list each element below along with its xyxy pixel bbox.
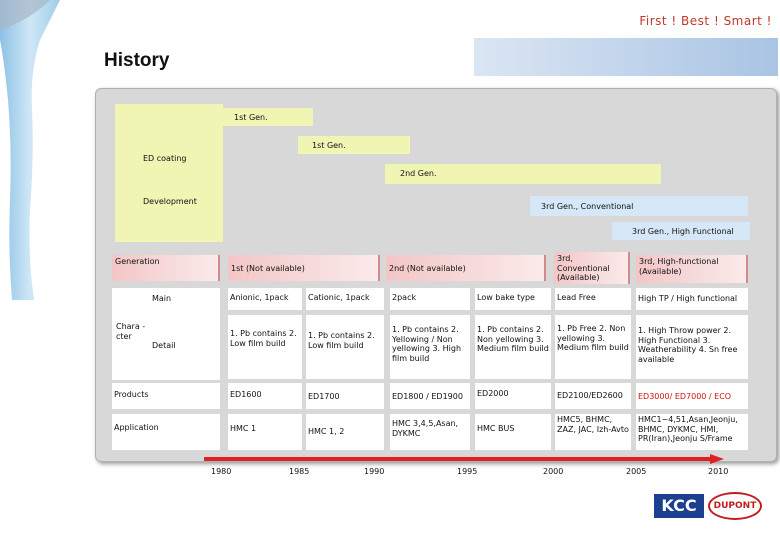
- application-label: Application: [112, 414, 220, 450]
- chara-label: Chara -cter: [116, 322, 146, 341]
- product-cell-1: ED1600: [228, 383, 302, 409]
- main-cell-1: Anionic, 1pack: [228, 288, 302, 310]
- yellow-bar-2: [223, 108, 313, 126]
- year-label: 1995: [457, 467, 478, 476]
- col1-header: 1st (Not available): [228, 255, 380, 281]
- detail-cell-2: 1. Pb contains 2. Low film build: [306, 315, 384, 379]
- gen-label-3h: 3rd Gen., High Functional: [632, 227, 734, 236]
- year-label: 2000: [543, 467, 564, 476]
- main-cell-6: High TP / High functional: [636, 288, 748, 310]
- application-cell-3: HMC 3,4,5,Asan, DYKMC: [390, 414, 470, 450]
- detail-cell-3: 1. Pb contains 2. Yellowing / Non yellow…: [390, 315, 470, 379]
- yellow-bar-3: [298, 136, 410, 154]
- application-cell-5: HMC5, BHMC, ZAZ, JAC, Izh-Avto: [555, 414, 631, 450]
- detail-label: Detail: [152, 341, 176, 350]
- products-label: Products: [112, 383, 220, 409]
- product-cell-6: ED3000/ ED7000 / ECO: [636, 383, 748, 409]
- product-cell-2: ED1700: [306, 383, 384, 409]
- title-bar-decoration: [474, 38, 778, 76]
- yellow-bar-4: [385, 164, 661, 184]
- detail-cell-5: 1. Pb Free 2. Non yellowing 3. Medium fi…: [555, 315, 631, 379]
- dupont-logo: DUPONT: [708, 492, 762, 520]
- application-cell-6: HMC1~4,51,Asan,Jeonju, BHMC, DYKMC, HMI,…: [636, 414, 748, 450]
- col3-header: 3rd, Conventional (Available): [554, 252, 630, 284]
- year-label: 1990: [364, 467, 385, 476]
- gen-label-1b: 1st Gen.: [312, 141, 346, 150]
- paint-pour-image: [0, 0, 60, 300]
- product-cell-4: ED2000: [475, 383, 551, 409]
- application-cell-1: HMC 1: [228, 414, 302, 450]
- application-cell-4: HMC BUS: [475, 414, 551, 450]
- development-label: Development: [143, 197, 197, 206]
- detail-cell-4: 1. Pb contains 2. Non yellowing 3. Mediu…: [475, 315, 551, 379]
- col2-header: 2nd (Not available): [386, 255, 546, 281]
- page-title: History: [104, 50, 170, 71]
- main-cell-3: 2pack: [390, 288, 470, 310]
- col4-header: 3rd, High-functional (Available): [636, 255, 748, 283]
- timeline-arrow: [204, 454, 724, 464]
- main-cell-4: Low bake type: [475, 288, 551, 310]
- blue-bar-2: [612, 222, 750, 240]
- year-label: 2005: [626, 467, 647, 476]
- year-label: 2010: [708, 467, 729, 476]
- product-cell-3: ED1800 / ED1900: [390, 383, 470, 409]
- kcc-logo: KCC: [654, 494, 704, 518]
- slogan: First ! Best ! Smart !: [639, 14, 772, 28]
- product-cell-5: ED2100/ED2600: [555, 383, 631, 409]
- yellow-bar-1: [115, 104, 223, 242]
- year-label: 1980: [211, 467, 232, 476]
- chara-block: [112, 288, 220, 380]
- application-cell-2: HMC 1, 2: [306, 414, 384, 450]
- generation-header: Generation: [112, 255, 220, 281]
- company-logos: KCC DUPONT: [654, 492, 764, 522]
- main-label: Main: [152, 294, 172, 303]
- gen-label-1: 1st Gen.: [234, 113, 268, 122]
- blue-bar-1: [530, 196, 748, 216]
- year-label: 1985: [289, 467, 310, 476]
- main-cell-5: Lead Free: [555, 288, 631, 310]
- ed-coating-label: ED coating: [143, 154, 187, 163]
- gen-label-2: 2nd Gen.: [400, 169, 437, 178]
- detail-cell-6: 1. High Throw power 2. High Functional 3…: [636, 315, 748, 379]
- main-cell-2: Cationic, 1pack: [306, 288, 384, 310]
- detail-cell-1: 1. Pb contains 2. Low film build: [228, 315, 302, 379]
- gen-label-3: 3rd Gen., Conventional: [541, 202, 634, 211]
